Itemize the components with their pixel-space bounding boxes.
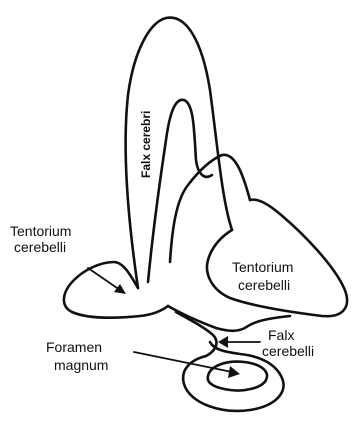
falx-cerebelli-label-line2: cerebelli <box>262 343 314 359</box>
foramen-label-line1: Foramen <box>46 339 102 355</box>
foramen-magnum-inner <box>208 362 267 391</box>
falx-cerebri-label: Falx cerebri <box>139 111 153 178</box>
tentorium-left-label-line2: cerebelli <box>14 239 66 255</box>
falx-cerebelli-arrowhead <box>218 336 228 348</box>
foramen-arrow <box>134 352 232 372</box>
tentorium-left-arrowhead <box>114 284 126 294</box>
tentorium-central-hump <box>170 155 250 262</box>
falx-cerebelli-label-line1: Falx <box>268 327 294 343</box>
falx-cerebri-inner-edge <box>148 100 212 282</box>
tentorium-right-label-line1: Tentorium <box>232 259 293 275</box>
foramen-label-line2: magnum <box>54 357 108 373</box>
foramen-arrowhead <box>228 366 240 378</box>
tentorium-right-label-line2: cerebelli <box>238 277 290 293</box>
tentorium-left-label-line1: Tentorium <box>10 223 71 239</box>
tentorium-left-arrow <box>88 268 120 290</box>
